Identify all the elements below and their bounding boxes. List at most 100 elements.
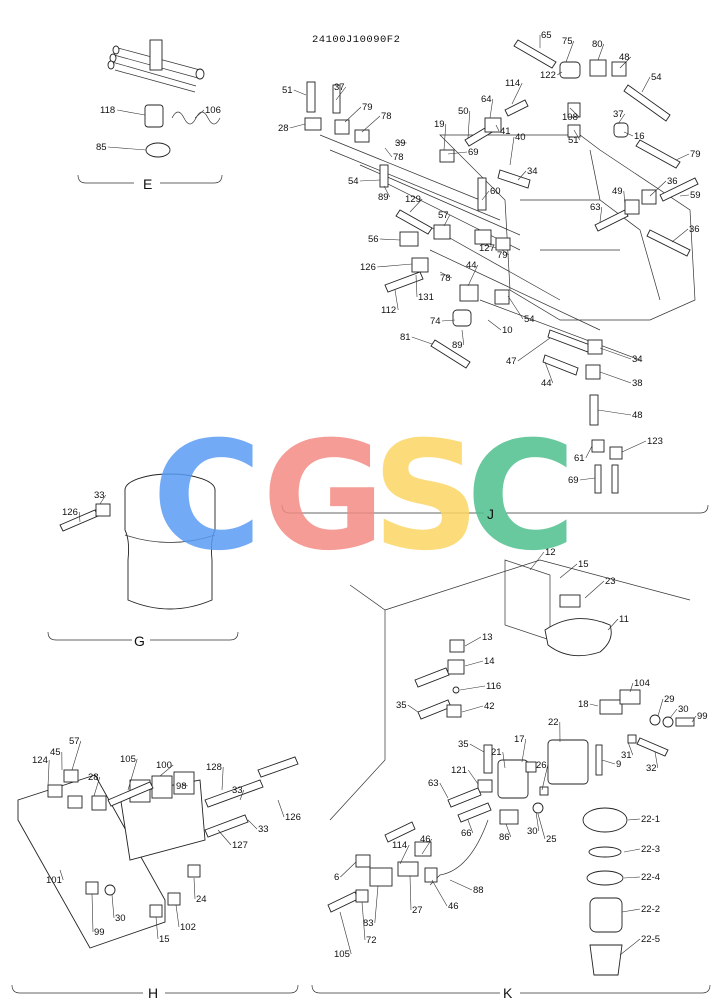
frame-outline — [329, 559, 691, 821]
callout-j-54: 54 — [507, 295, 535, 325]
pipe-63k — [447, 787, 482, 808]
fitting-19 — [613, 122, 629, 138]
fitting-86 — [499, 809, 519, 825]
fitting-46b — [424, 867, 438, 883]
leader-line — [461, 705, 484, 713]
callout-k-15: 15 — [559, 559, 589, 579]
fitting-46a — [414, 841, 432, 857]
leader-line — [537, 813, 546, 840]
callout-k-22-1: 22-1 — [627, 814, 660, 825]
callout-number: 26 — [536, 760, 547, 771]
callout-number: 98 — [176, 781, 187, 792]
callout-k-86: 86 — [499, 823, 512, 843]
callout-number: 126 — [360, 262, 376, 273]
fitting-33g — [95, 503, 111, 517]
callout-e-85: 85 — [96, 142, 147, 153]
leader-line — [623, 876, 641, 879]
callout-j-34: 34 — [517, 166, 538, 181]
callout-j-39: 39 — [394, 138, 407, 149]
callout-number: 30 — [527, 826, 538, 837]
callout-number: 6 — [334, 872, 339, 883]
washer-31 — [627, 734, 637, 744]
callout-j-79: 79 — [344, 102, 373, 123]
leader-line — [599, 371, 632, 384]
callout-number: 46 — [420, 834, 431, 845]
detail-g — [47, 473, 239, 641]
pipe-54 — [623, 84, 671, 122]
pipe-126h — [257, 756, 299, 778]
fitting-59 — [624, 199, 640, 215]
ball-116 — [452, 686, 460, 694]
leader-line — [679, 194, 690, 197]
leader-line — [439, 782, 449, 799]
leader-line — [502, 751, 506, 769]
callout-j-69: 69 — [568, 475, 596, 486]
leader-line — [489, 98, 494, 119]
callout-j-112: 112 — [381, 289, 399, 316]
callout-h-102: 102 — [175, 904, 196, 933]
callout-number: 48 — [619, 52, 630, 63]
callout-number: 15 — [578, 559, 589, 570]
callout-number: 42 — [484, 701, 495, 712]
callout-number: 28 — [88, 772, 99, 783]
callout-j-57: 57 — [438, 210, 451, 227]
callout-number: 78 — [381, 111, 392, 122]
fitting-14 — [447, 659, 465, 675]
leader-line — [409, 198, 423, 213]
callout-number: 99 — [94, 927, 105, 938]
fitting-18 — [599, 699, 623, 715]
callout-k-18: 18 — [578, 699, 599, 710]
leader-line — [449, 879, 473, 891]
leader-line — [584, 580, 605, 599]
callout-j-40: 40 — [509, 132, 526, 166]
leader-line — [569, 107, 580, 118]
callout-number: 123 — [647, 436, 663, 447]
callout-number: 56 — [368, 234, 379, 245]
pipe-128 — [204, 779, 264, 808]
callout-number: 30 — [678, 704, 689, 715]
callout-number: 22-3 — [641, 844, 660, 855]
section-label-e: E — [143, 176, 152, 192]
callout-number: 60 — [490, 186, 501, 197]
leader-line — [535, 811, 540, 832]
leader-line — [459, 685, 486, 691]
callout-number: 37 — [613, 109, 624, 120]
fitting-104 — [619, 689, 641, 705]
callout-number: 114 — [505, 78, 520, 89]
callout-j-74: 74 — [430, 316, 456, 327]
callout-number: 25 — [546, 834, 557, 845]
leader-line — [517, 337, 551, 362]
callout-h-33: 33 — [247, 819, 269, 835]
leader-line — [394, 141, 407, 144]
callout-number: 44 — [466, 260, 477, 271]
callout-k-6: 6 — [334, 861, 357, 883]
leader-line — [374, 885, 379, 924]
callout-number: 128 — [206, 762, 222, 773]
callout-j-10: 10 — [487, 319, 513, 336]
callout-number: 121 — [451, 765, 467, 776]
fitting-124 — [47, 784, 63, 798]
clamp-block — [144, 104, 164, 128]
pipe-38 — [542, 354, 579, 376]
callout-number: 99 — [697, 711, 708, 722]
spring-coil — [171, 111, 221, 125]
callout-h-128: 128 — [206, 762, 224, 791]
callout-number: 22-5 — [641, 934, 660, 945]
callout-k-26: 26 — [536, 760, 549, 791]
callout-k-25: 25 — [537, 813, 557, 845]
callout-j-54: 54 — [348, 176, 381, 187]
callout-j-51: 51 — [568, 129, 581, 146]
callout-j-126: 126 — [360, 262, 413, 273]
callout-g-126: 126 — [62, 507, 81, 523]
leader-line — [641, 76, 651, 93]
cap-22-1 — [582, 807, 628, 833]
leader-line — [669, 708, 678, 719]
leader-line — [654, 751, 659, 769]
cap-122 — [559, 61, 581, 79]
callout-number: 35 — [396, 700, 407, 711]
callout-k-11: 11 — [607, 614, 629, 631]
callout-number: 17 — [514, 734, 525, 745]
callout-j-19: 19 — [434, 119, 447, 151]
callout-number: 11 — [619, 614, 629, 625]
callout-k-99: 99 — [691, 711, 708, 723]
